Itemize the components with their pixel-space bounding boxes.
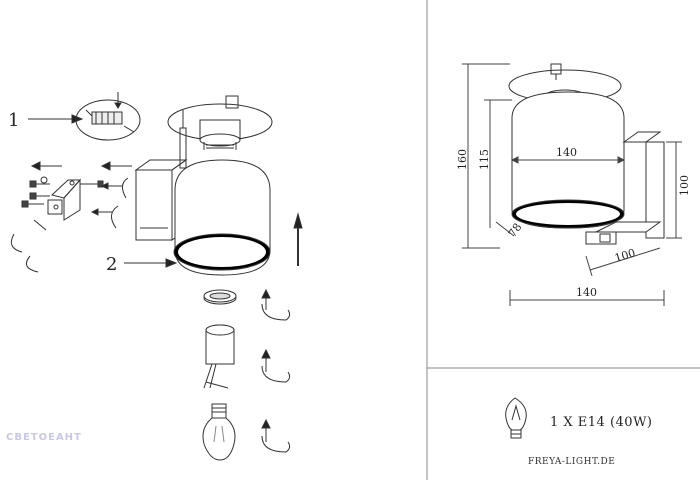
clip-3 bbox=[10, 233, 23, 253]
callout-1-arrowhead bbox=[71, 114, 84, 124]
dim-height-shade: 115 bbox=[478, 149, 491, 170]
terminal-block-detail bbox=[75, 92, 141, 141]
dim-overall-width: 140 bbox=[576, 286, 597, 299]
brand-label: FREYA-LIGHT.DE bbox=[528, 457, 615, 467]
dim-height-total: 160 bbox=[456, 149, 469, 170]
bulb-icon bbox=[505, 397, 527, 439]
dim-base-height: 100 bbox=[678, 175, 691, 196]
callout-2-label: 2 bbox=[106, 254, 117, 275]
dim-base-depth: 100 bbox=[613, 246, 637, 265]
socket-ring bbox=[203, 289, 237, 305]
rotate-arrow-1 bbox=[261, 288, 291, 321]
dim-shade-width: 140 bbox=[556, 146, 577, 159]
dimension-lamp-drawing bbox=[508, 63, 665, 245]
rotate-arrow-2 bbox=[261, 348, 291, 383]
lampshade bbox=[173, 159, 271, 276]
rotate-arrow-3 bbox=[261, 418, 291, 453]
watermark: СВЕТОЕАНТ bbox=[6, 432, 82, 443]
clip-4 bbox=[25, 255, 39, 273]
lamp-arm bbox=[179, 110, 187, 169]
mounting-bracket bbox=[21, 176, 104, 231]
clip-2 bbox=[111, 205, 119, 229]
dim-shade-depth: 78 bbox=[506, 221, 525, 240]
socket-body bbox=[203, 324, 235, 389]
light-bulb bbox=[202, 403, 236, 461]
bulb-spec: 1 X E14 (40W) bbox=[550, 415, 653, 430]
callout-1-label: 1 bbox=[8, 110, 19, 131]
top-disc bbox=[167, 95, 273, 150]
clip-1 bbox=[122, 177, 129, 199]
dimension-lines bbox=[462, 63, 682, 306]
